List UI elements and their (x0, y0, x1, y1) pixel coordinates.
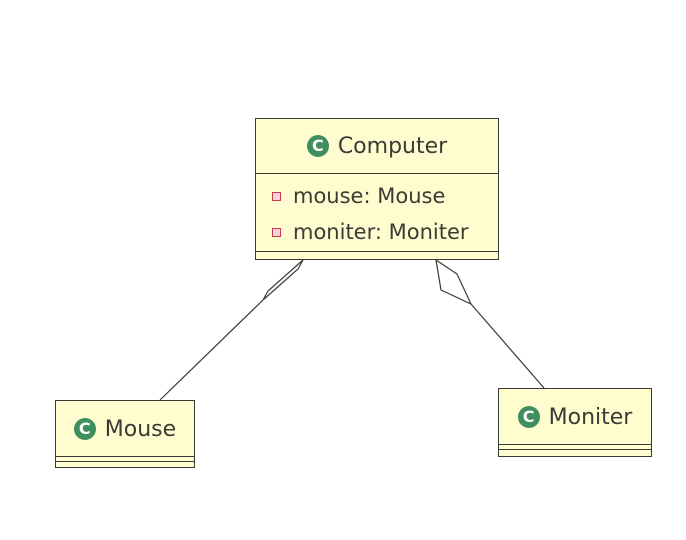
attributes-divider (499, 444, 651, 445)
class-header: C Computer (256, 119, 498, 173)
attribute-text: moniter: Moniter (293, 220, 469, 244)
operations-divider (256, 251, 498, 252)
attributes-divider (56, 456, 194, 457)
class-moniter[interactable]: C Moniter (498, 388, 652, 457)
attribute-text: mouse: Mouse (293, 184, 446, 208)
operations-divider (499, 449, 651, 450)
class-name: Moniter (548, 404, 633, 430)
aggregation-diamond-icon (435, 258, 473, 306)
class-name: Computer (337, 133, 448, 159)
class-header: C Mouse (56, 401, 194, 457)
class-header: C Moniter (499, 389, 651, 445)
class-computer[interactable]: C Computer mouse: Mouse moniter: Moniter (255, 118, 499, 260)
class-name: Mouse (104, 416, 177, 442)
aggregation-line (159, 299, 264, 401)
operations-divider (56, 461, 194, 462)
private-field-icon (272, 227, 281, 237)
attribute-row[interactable]: mouse: Mouse (256, 178, 498, 214)
class-icon: C (517, 406, 540, 428)
class-icon: C (73, 418, 96, 440)
class-icon: C (306, 135, 329, 157)
aggregation-line (470, 303, 545, 389)
aggregation-diamond-icon (262, 259, 304, 301)
class-mouse[interactable]: C Mouse (55, 400, 195, 468)
aggregation-computer-moniter[interactable] (435, 258, 545, 389)
aggregation-computer-mouse[interactable] (159, 259, 304, 401)
private-field-icon (272, 191, 281, 201)
attribute-list: mouse: Mouse moniter: Moniter (256, 174, 498, 250)
attribute-row[interactable]: moniter: Moniter (256, 214, 498, 250)
class-divider (256, 173, 498, 174)
